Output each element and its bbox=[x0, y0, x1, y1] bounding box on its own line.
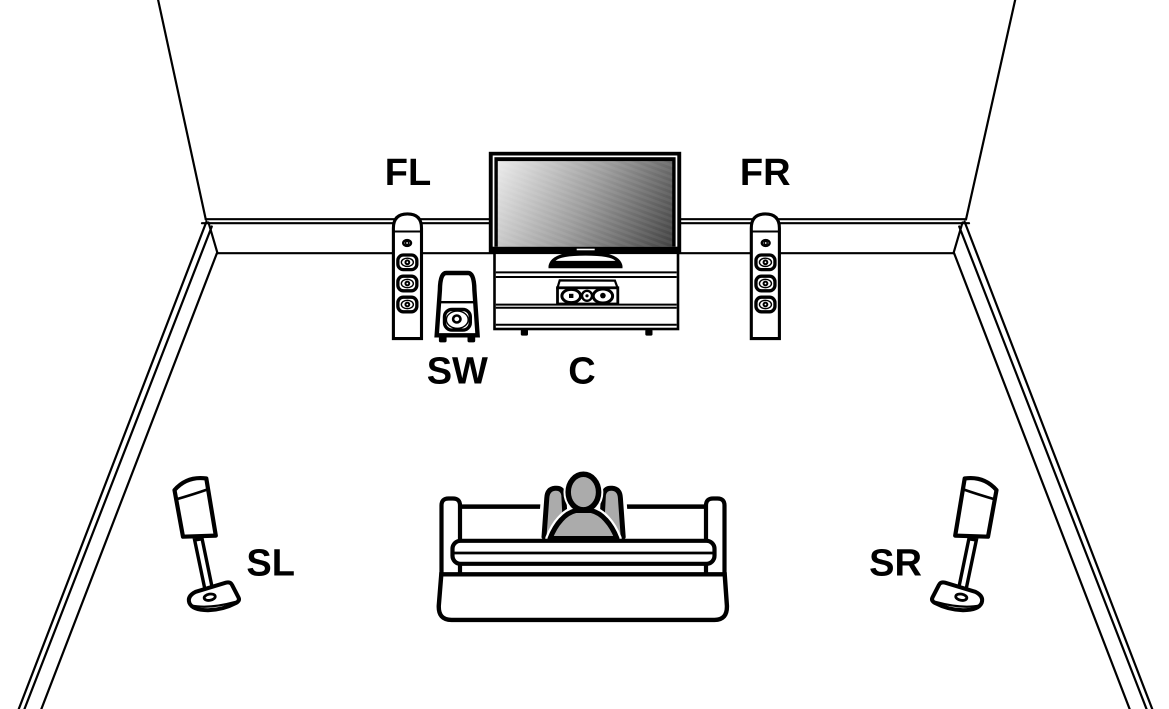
svg-text:SR: SR bbox=[869, 543, 922, 585]
svg-text:SL: SL bbox=[246, 543, 295, 585]
svg-text:FR: FR bbox=[740, 152, 791, 194]
svg-text:C: C bbox=[568, 351, 595, 393]
svg-text:SW: SW bbox=[427, 351, 488, 393]
svg-text:FL: FL bbox=[385, 152, 431, 194]
